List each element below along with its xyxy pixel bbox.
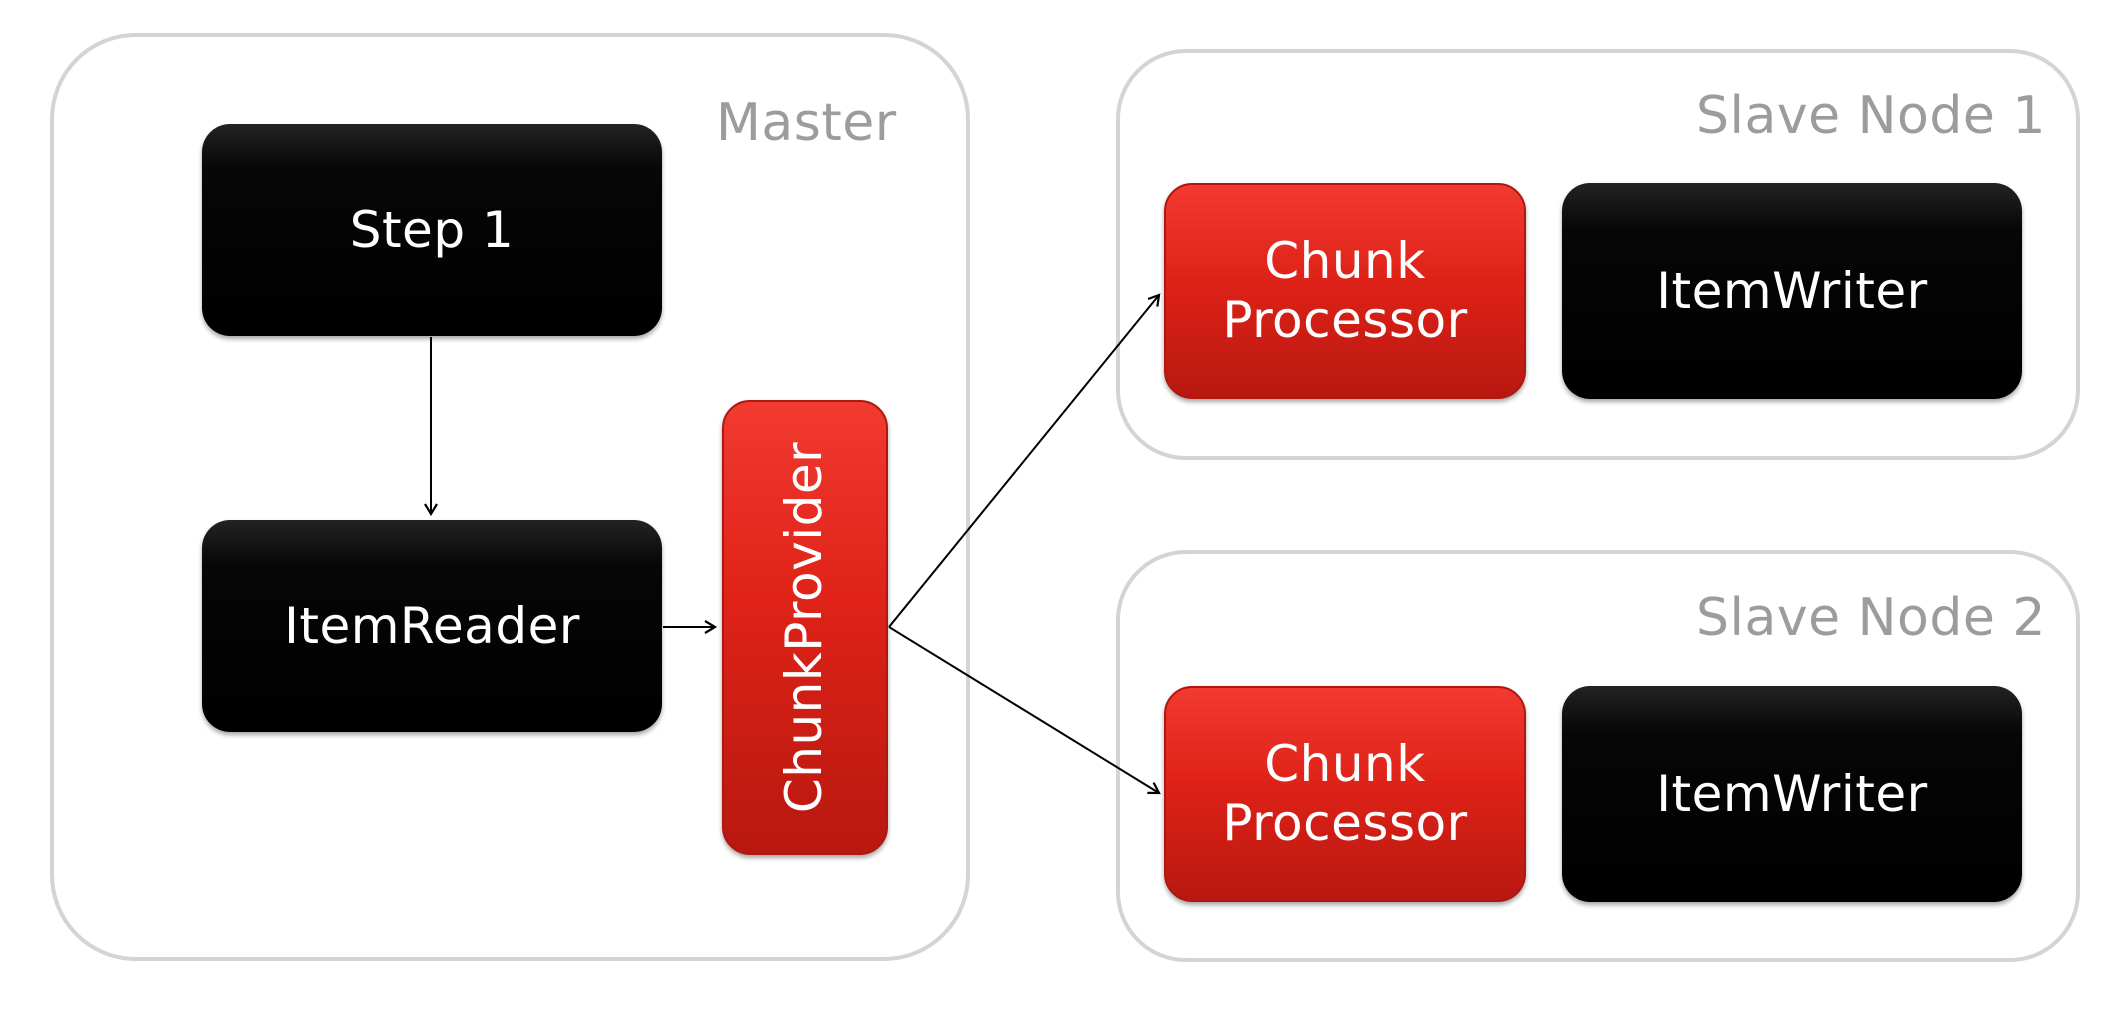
slave-1-chunk-processor-line-2: Processor	[1222, 291, 1468, 349]
step-1-box: Step 1	[202, 124, 662, 336]
slave-node-2-label: Slave Node 2	[1696, 588, 2046, 648]
slave-2-chunk-processor-line-1: Chunk	[1264, 735, 1426, 793]
slave-2-chunk-processor-box: Chunk Processor	[1164, 686, 1526, 902]
item-reader-label: ItemReader	[284, 596, 580, 655]
slave-2-item-writer-box: ItemWriter	[1562, 686, 2022, 902]
slave-1-chunk-processor-line-1: Chunk	[1264, 232, 1426, 290]
arrow-provider-to-slave-1	[888, 293, 1161, 628]
arrow-provider-to-slave-2	[888, 626, 1161, 795]
item-reader-box: ItemReader	[202, 520, 662, 732]
slave-1-item-writer-box: ItemWriter	[1562, 183, 2022, 399]
slave-2-chunk-processor-label: Chunk Processor	[1222, 735, 1467, 853]
slave-1-chunk-processor-label: Chunk Processor	[1222, 232, 1467, 350]
slave-2-chunk-processor-line-2: Processor	[1222, 794, 1468, 852]
slave-2-item-writer-label: ItemWriter	[1656, 764, 1928, 823]
slave-1-item-writer-label: ItemWriter	[1656, 261, 1928, 320]
chunk-provider-box: ChunkProvider	[722, 400, 888, 855]
slave-1-chunk-processor-box: Chunk Processor	[1164, 183, 1526, 399]
master-label: Master	[716, 93, 897, 153]
slave-node-1-label: Slave Node 1	[1696, 86, 2046, 146]
step-1-label: Step 1	[349, 200, 515, 259]
